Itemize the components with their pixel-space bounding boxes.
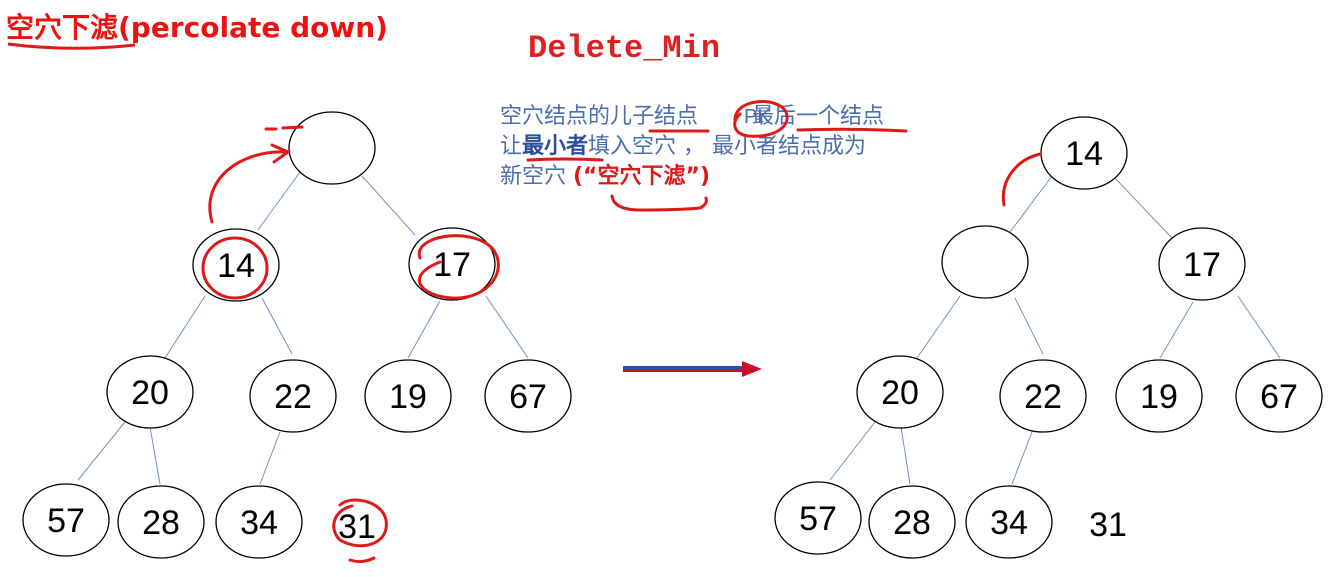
after-node-28: 28 [868,485,956,559]
note-line-2: 让最小者填入空穴 ， 最小者结点成为 [500,134,867,159]
before-node-label: 19 [389,378,427,416]
after-node-19: 19 [1115,359,1203,433]
before-last-node: 31 [338,508,376,546]
after-node-empty [941,225,1029,299]
before-node-28: 28 [117,485,205,559]
after-node-57: 57 [774,481,862,555]
after-node-label: 67 [1260,378,1298,416]
underline-31 [348,556,376,564]
after-node-label: 57 [799,500,837,538]
before-node-label: 34 [240,504,278,542]
circle-31 [332,498,388,548]
transform-arrow [623,361,762,377]
note-line-1: 空穴结点的儿子结点最后一个结点 [500,104,885,129]
after-node-label: 20 [881,374,919,412]
explanation-note: 空穴结点的儿子结点最后一个结点 让最小者填入空穴 ， 最小者结点成为 新空穴 (… [500,102,950,192]
after-node-label: 28 [893,504,931,542]
before-node-22: 22 [249,359,337,433]
pk-label: PK [744,106,771,128]
before-node-label: 20 [131,374,169,412]
after-node-14: 14 [1040,116,1128,190]
title-percolate-down: 空穴下滤(percolate down) [6,11,388,44]
before-node-label: 67 [509,378,547,416]
note-line-3: 新空穴 (“空穴下滤”) [500,164,711,189]
before-node-label: 57 [47,502,85,540]
after-node-22: 22 [999,359,1087,433]
before-node-label: 17 [433,246,471,284]
after-node-20: 20 [856,355,944,429]
before-tree-edges [77,171,529,485]
move-up-arrowhead [270,143,292,164]
after-tree-edges [829,171,1281,485]
after-node-label: 19 [1140,378,1178,416]
circle-14 [201,236,269,300]
after-root-arrow [1001,152,1042,207]
after-node-label: 14 [1065,135,1103,173]
note-min-emphasis: 最小者 [522,134,589,159]
empty-root-dashes [264,125,304,131]
before-node-34: 34 [215,485,303,559]
before-node-17: 17 [408,227,496,301]
after-last-node: 31 [1089,506,1127,544]
before-node-20: 20 [106,355,194,429]
before-node-57: 57 [22,483,110,557]
before-node-67: 67 [484,359,572,433]
before-tree-nodes: 14 17 20 22 19 67 57 28 34 [22,111,572,559]
circle-17 [417,234,500,300]
title-delete-min: Delete_Min [528,30,721,67]
move-up-arrow [208,150,288,224]
after-node-17: 17 [1158,227,1246,301]
before-node-empty [288,111,376,185]
after-node-label: 34 [990,504,1028,542]
after-node-label: 17 [1183,246,1221,284]
before-node-14: 14 [192,228,280,302]
after-node-67: 67 [1235,359,1323,433]
note-percolate-label: (“空穴下滤”) [573,164,711,189]
before-node-label: 22 [274,378,312,416]
after-node-34: 34 [965,485,1053,559]
before-node-label: 28 [142,504,180,542]
underline-percolate [610,194,708,212]
after-node-label: 22 [1024,378,1062,416]
before-node-label: 14 [217,247,255,285]
before-node-19: 19 [364,359,452,433]
